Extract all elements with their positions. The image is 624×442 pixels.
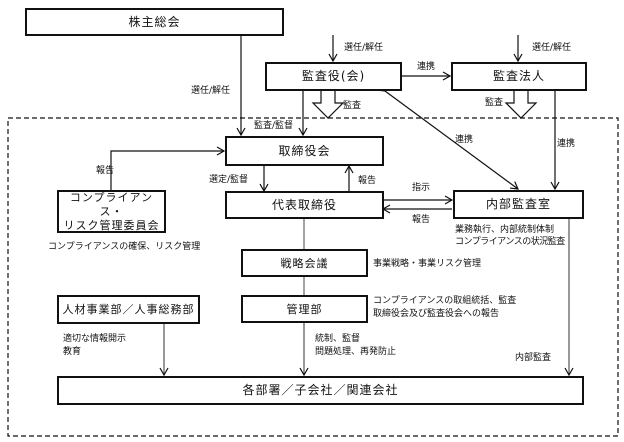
label-admin-note-1: コンプライアンスの取組統括、監査 [373, 296, 517, 306]
audit-firm-box: 監査法人 [451, 62, 587, 91]
label-hr-note-2: 教育 [63, 347, 82, 357]
compliance-committee-box: コンプライアンス・ リスク管理委員会 [57, 190, 166, 233]
audit-board-box: 監査役(会) [265, 62, 402, 91]
label-select-supervise: 選定/監督 [209, 175, 249, 185]
label-elect-dismiss-audit-firm: 選任/解任 [532, 43, 572, 53]
label-cooperation-right: 連携 [557, 139, 576, 149]
compliance-committee-line2: リスク管理委員会 [63, 218, 160, 232]
label-audit-board-audit: 監査 [343, 101, 362, 111]
strategy-meeting-box: 戦略会議 [241, 249, 368, 277]
label-admin-down-2: 問題処理、再発防止 [315, 347, 397, 357]
label-elect-dismiss-audit-board: 選任/解任 [344, 43, 384, 53]
label-hr-note-1: 適切な情報開示 [63, 334, 127, 344]
arrow-compliance-to-board [110, 146, 226, 191]
hollow-arrow-audit-board [311, 89, 345, 119]
hr-department-box: 人材事業部／人事総務部 [57, 295, 200, 324]
label-internal-audit-down: 内部監査 [515, 353, 552, 363]
label-elect-dismiss-left: 選任/解任 [191, 86, 231, 96]
arrow-audit-board-internal-cooperation [376, 83, 519, 190]
label-report-from-internal: 報告 [412, 215, 431, 225]
departments-box: 各部署／子会社／関連会社 [57, 376, 584, 405]
label-admin-note-2: 取締役会及び監査役会への報告 [373, 309, 500, 319]
label-admin-down-1: 統制、監督 [315, 334, 361, 344]
label-audit-firm-audit: 監査 [485, 98, 504, 108]
label-report-to-board: 報告 [358, 176, 377, 186]
label-cooperation-top: 連携 [417, 62, 436, 72]
label-internal-audit-note-2: コンプライアンスの状況監査 [455, 237, 565, 247]
compliance-committee-line1: コンプライアンス・ [69, 190, 154, 218]
label-compliance-note: コンプライアンスの確保、リスク管理 [48, 242, 201, 252]
label-audit-supervise: 監査/監督 [254, 121, 294, 131]
administration-department-box: 管理部 [241, 295, 368, 323]
internal-audit-office-box: 内部監査室 [453, 190, 584, 219]
hollow-arrow-audit-firm [504, 89, 538, 119]
label-report-compliance: 報告 [96, 166, 115, 176]
company-boundary [7, 117, 619, 437]
label-internal-audit-note-1: 業務執行、内部統制体制 [455, 225, 555, 235]
representative-director-box: 代表取締役 [225, 191, 384, 219]
shareholders-meeting-label: 株主総会 [25, 8, 284, 36]
label-instruction: 指示 [412, 183, 431, 193]
board-of-directors-box: 取締役会 [225, 136, 384, 166]
label-strategy-note: 事業戦略・事業リスク管理 [373, 259, 482, 269]
label-cooperation-diagonal: 連携 [455, 135, 474, 145]
